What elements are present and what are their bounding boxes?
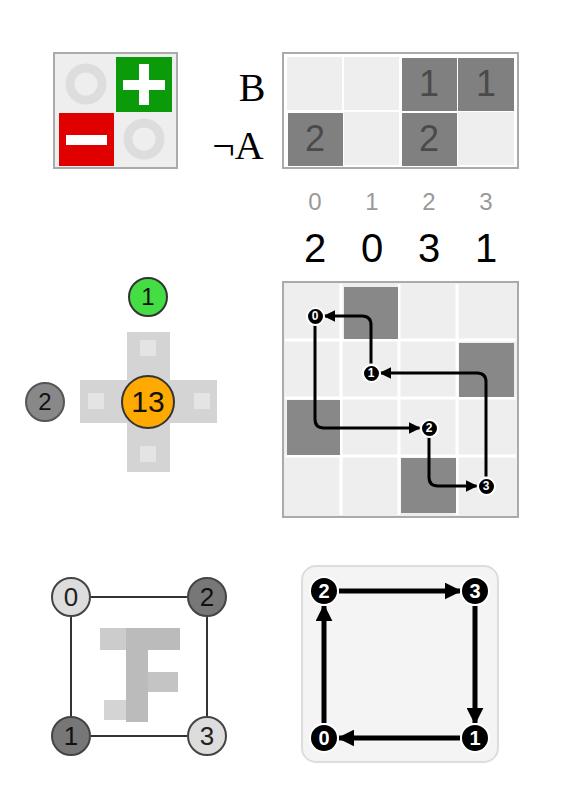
cross-pixel xyxy=(88,393,104,409)
cycle-node: 2 xyxy=(309,576,339,606)
connector xyxy=(473,606,478,723)
connector xyxy=(315,326,420,429)
cross-pixel xyxy=(194,393,210,409)
cycle-node: 0 xyxy=(309,723,339,753)
node-text: 13 xyxy=(131,387,164,417)
f-pixel xyxy=(148,672,178,692)
grid-frame xyxy=(283,53,518,168)
empty-ring xyxy=(70,68,102,100)
path-node: 3 xyxy=(477,477,496,496)
row-label: ¬A xyxy=(212,126,263,166)
column-index: 0 xyxy=(308,190,321,214)
status-circle: 2 xyxy=(25,382,65,422)
connector xyxy=(322,606,327,723)
cross-pixel xyxy=(140,340,156,356)
icon-frame xyxy=(54,53,177,168)
empty-ring xyxy=(128,123,160,155)
permutation-value: 3 xyxy=(418,228,440,268)
permutation-value: 1 xyxy=(475,228,497,268)
cross-bar xyxy=(127,332,170,472)
minus-tile xyxy=(59,113,114,166)
permutation-value: 2 xyxy=(304,228,326,268)
node-text: 1 xyxy=(141,285,154,309)
connector xyxy=(91,596,187,598)
grid-cell: 2 xyxy=(402,113,457,166)
cycle-node: 3 xyxy=(460,576,490,606)
f-pixel xyxy=(126,628,180,650)
grid-frame xyxy=(283,282,518,517)
node-text: 2 xyxy=(200,584,214,610)
cycle-node: 1 xyxy=(460,723,490,753)
grid-cell: 1 xyxy=(402,58,457,111)
grid-cell: 1 xyxy=(458,58,514,111)
grid-cell xyxy=(344,57,399,110)
connector xyxy=(70,617,72,716)
node-text: 1 xyxy=(476,66,496,102)
node-text: 0 xyxy=(64,584,78,610)
minus-sign xyxy=(66,135,107,145)
permutation-value: 0 xyxy=(361,228,383,268)
node-text: 2 xyxy=(38,390,51,414)
cycle-frame xyxy=(302,566,498,762)
node-text: 1 xyxy=(64,723,78,749)
column-index: 3 xyxy=(479,190,492,214)
column-index: 2 xyxy=(422,190,435,214)
f-pixel xyxy=(126,650,148,722)
connector xyxy=(91,735,187,737)
grid-cell: 2 xyxy=(288,113,343,166)
count-circle: 13 xyxy=(121,375,175,429)
connector xyxy=(429,438,477,487)
cross-pixel xyxy=(140,446,156,462)
grid-cell xyxy=(344,112,399,165)
node-text: 1 xyxy=(469,728,480,748)
f-pixel xyxy=(100,628,126,650)
connector xyxy=(325,316,372,364)
plus-tile xyxy=(116,57,172,112)
grid-cell xyxy=(287,57,342,110)
node-text: 2 xyxy=(426,422,433,434)
node-text: 3 xyxy=(483,480,490,492)
connector xyxy=(339,736,460,741)
node-text: 3 xyxy=(200,723,214,749)
node-text: 0 xyxy=(312,310,319,322)
node-text: 1 xyxy=(368,367,375,379)
node-text: 0 xyxy=(318,728,329,748)
column-index: 1 xyxy=(365,190,378,214)
status-circle: 1 xyxy=(128,277,168,317)
path-node: 0 xyxy=(306,307,325,326)
node-text: 2 xyxy=(305,121,325,157)
path-node: 1 xyxy=(362,364,381,383)
path-node: 2 xyxy=(420,419,439,438)
row-label: B xyxy=(239,68,266,108)
node-text: 1 xyxy=(419,66,439,102)
connector xyxy=(206,617,208,716)
vertex-circle: 1 xyxy=(51,716,91,756)
connector xyxy=(339,589,460,594)
cross-bar xyxy=(80,380,217,423)
vertex-circle: 0 xyxy=(51,577,91,617)
vertex-circle: 3 xyxy=(187,716,227,756)
node-text: 2 xyxy=(419,121,439,157)
connector xyxy=(381,373,487,477)
f-pixel xyxy=(104,700,126,720)
grid-lines xyxy=(285,284,516,515)
plus-sign xyxy=(123,80,165,90)
node-text: 3 xyxy=(469,581,480,601)
node-text: 2 xyxy=(318,581,329,601)
grid-cell xyxy=(458,112,514,165)
vertex-circle: 2 xyxy=(187,577,227,617)
